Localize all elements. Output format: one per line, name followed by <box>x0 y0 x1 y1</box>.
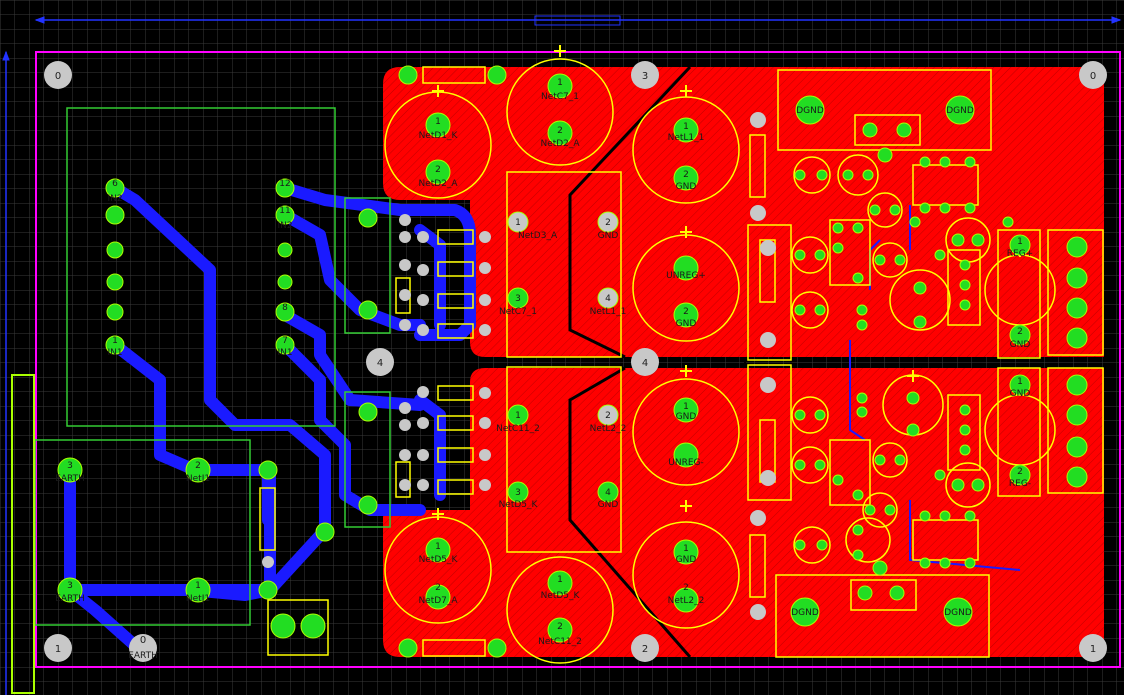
net-label: NetL2_2 <box>590 424 627 434</box>
net-label: NetD1_K <box>419 131 459 141</box>
pin-label: 3 <box>515 488 521 498</box>
net-label: NetD5_K <box>541 591 581 601</box>
net-label: IN2 <box>277 221 292 231</box>
pin-label: 1 <box>683 402 689 412</box>
pin-label: 12 <box>279 179 290 189</box>
net-label: NetL1_1 <box>590 307 627 317</box>
mounting-hole-labels: 0 0 1 1 2 3 4 4 0 EARTH <box>55 71 1096 661</box>
hole-label: 0 <box>1090 71 1096 82</box>
pin-label: 1 <box>1017 377 1023 387</box>
pin-label: 2 <box>435 165 441 175</box>
mounting-holes[interactable] <box>44 61 1107 662</box>
pin-label: 2 <box>435 583 441 593</box>
pin-label: 7 <box>282 336 288 346</box>
net-label: NetD2_A <box>540 139 580 149</box>
net-label: REG+ <box>1007 249 1033 259</box>
pin-label: 1 <box>435 542 441 552</box>
net-label: NetL2_2 <box>668 596 705 606</box>
pin-label: 2 <box>605 411 611 421</box>
net-label: NetJ1 <box>186 474 210 484</box>
net-label: UNREG- <box>668 458 703 468</box>
pin-label: 6 <box>112 179 118 189</box>
pin-label: 2 <box>605 218 611 228</box>
pin-label: 1 <box>435 117 441 127</box>
pin-label: 2 <box>1017 467 1023 477</box>
net-label: NetC11_2 <box>538 637 582 647</box>
heatsink-pad-label: DGND <box>944 608 972 618</box>
net-label: NetD5_K <box>499 500 539 510</box>
pin-label: 2 <box>557 126 563 136</box>
pin-label: 1 <box>1017 237 1023 247</box>
pin-label: 3 <box>67 581 73 591</box>
net-label: NetJ1 <box>186 594 210 604</box>
pin-label: 1 <box>557 78 563 88</box>
net-label: GND <box>1010 340 1031 350</box>
pin-label: 11 <box>279 206 290 216</box>
hole-label: 1 <box>55 644 61 655</box>
pin-label: 2 <box>683 170 689 180</box>
net-label: GND <box>676 412 697 422</box>
pin-label: 2 <box>683 583 689 593</box>
pads[interactable] <box>57 65 1088 658</box>
pin-label: 2 <box>1017 327 1023 337</box>
pin-label: 1 <box>683 544 689 554</box>
net-label: NetL1_1 <box>668 133 705 143</box>
pin-label: 3 <box>67 461 73 471</box>
earth-hole-num: 0 <box>140 635 146 646</box>
pin-label: 1 <box>683 122 689 132</box>
pin-label: 2 <box>557 622 563 632</box>
edge-connector <box>11 374 35 694</box>
dimension-lines <box>2 15 1122 695</box>
pin-label: 2 <box>683 307 689 317</box>
net-label: GND <box>1010 389 1031 399</box>
hole-label: 4 <box>642 358 648 369</box>
net-label: GND <box>598 500 619 510</box>
hole-label: 4 <box>377 358 383 369</box>
heatsink-pad-label: DGND <box>791 608 819 618</box>
net-label: NetD5_K <box>419 555 459 565</box>
heatsink-pad-label: DGND <box>796 106 824 116</box>
net-label: EARTH <box>55 594 85 604</box>
pad-labels: 6 IN2 1 IN1 12 11 IN2 8 7 IN1 3 EARTH 3 … <box>55 78 1033 647</box>
pin-label: 8 <box>282 303 288 313</box>
net-label: UNREG+ <box>666 271 706 281</box>
hole-label: 1 <box>1090 644 1096 655</box>
heatsink-pad-label: DGND <box>946 106 974 116</box>
board-outline <box>35 51 1121 668</box>
net-label: NetC7_1 <box>541 92 579 102</box>
net-label: IN1 <box>277 348 292 358</box>
net-label: EARTH <box>55 474 85 484</box>
net-label: REG- <box>1009 479 1031 489</box>
pin-label: 3 <box>515 294 521 304</box>
net-label: GND <box>676 182 697 192</box>
pin-label: 1 <box>515 411 521 421</box>
pin-label: 1 <box>557 575 563 585</box>
net-label: IN1 <box>107 348 122 358</box>
pin-label: 2 <box>195 461 201 471</box>
net-label: NetD2_A <box>418 179 458 189</box>
net-label: NetC11_2 <box>496 424 540 434</box>
net-label: IN2 <box>107 194 122 204</box>
silkscreen <box>259 58 1104 664</box>
pin-label: 1 <box>112 336 118 346</box>
pin-label: 1 <box>195 581 201 591</box>
net-label: GND <box>598 231 619 241</box>
pin-label: 1 <box>515 218 521 228</box>
net-label: GND <box>676 319 697 329</box>
net-label: NetD3_A <box>518 231 558 241</box>
hole-label: 0 <box>55 71 61 82</box>
hole-label: 2 <box>642 644 648 655</box>
net-label: NetD7_A <box>418 596 458 606</box>
vias <box>262 112 776 620</box>
pin-label: 4 <box>605 488 611 498</box>
earth-hole-label: EARTH <box>128 651 158 661</box>
pin-label: 4 <box>605 294 611 304</box>
net-label: NetC7_1 <box>499 307 537 317</box>
net-label: GND <box>676 555 697 565</box>
hole-label: 3 <box>642 71 648 82</box>
